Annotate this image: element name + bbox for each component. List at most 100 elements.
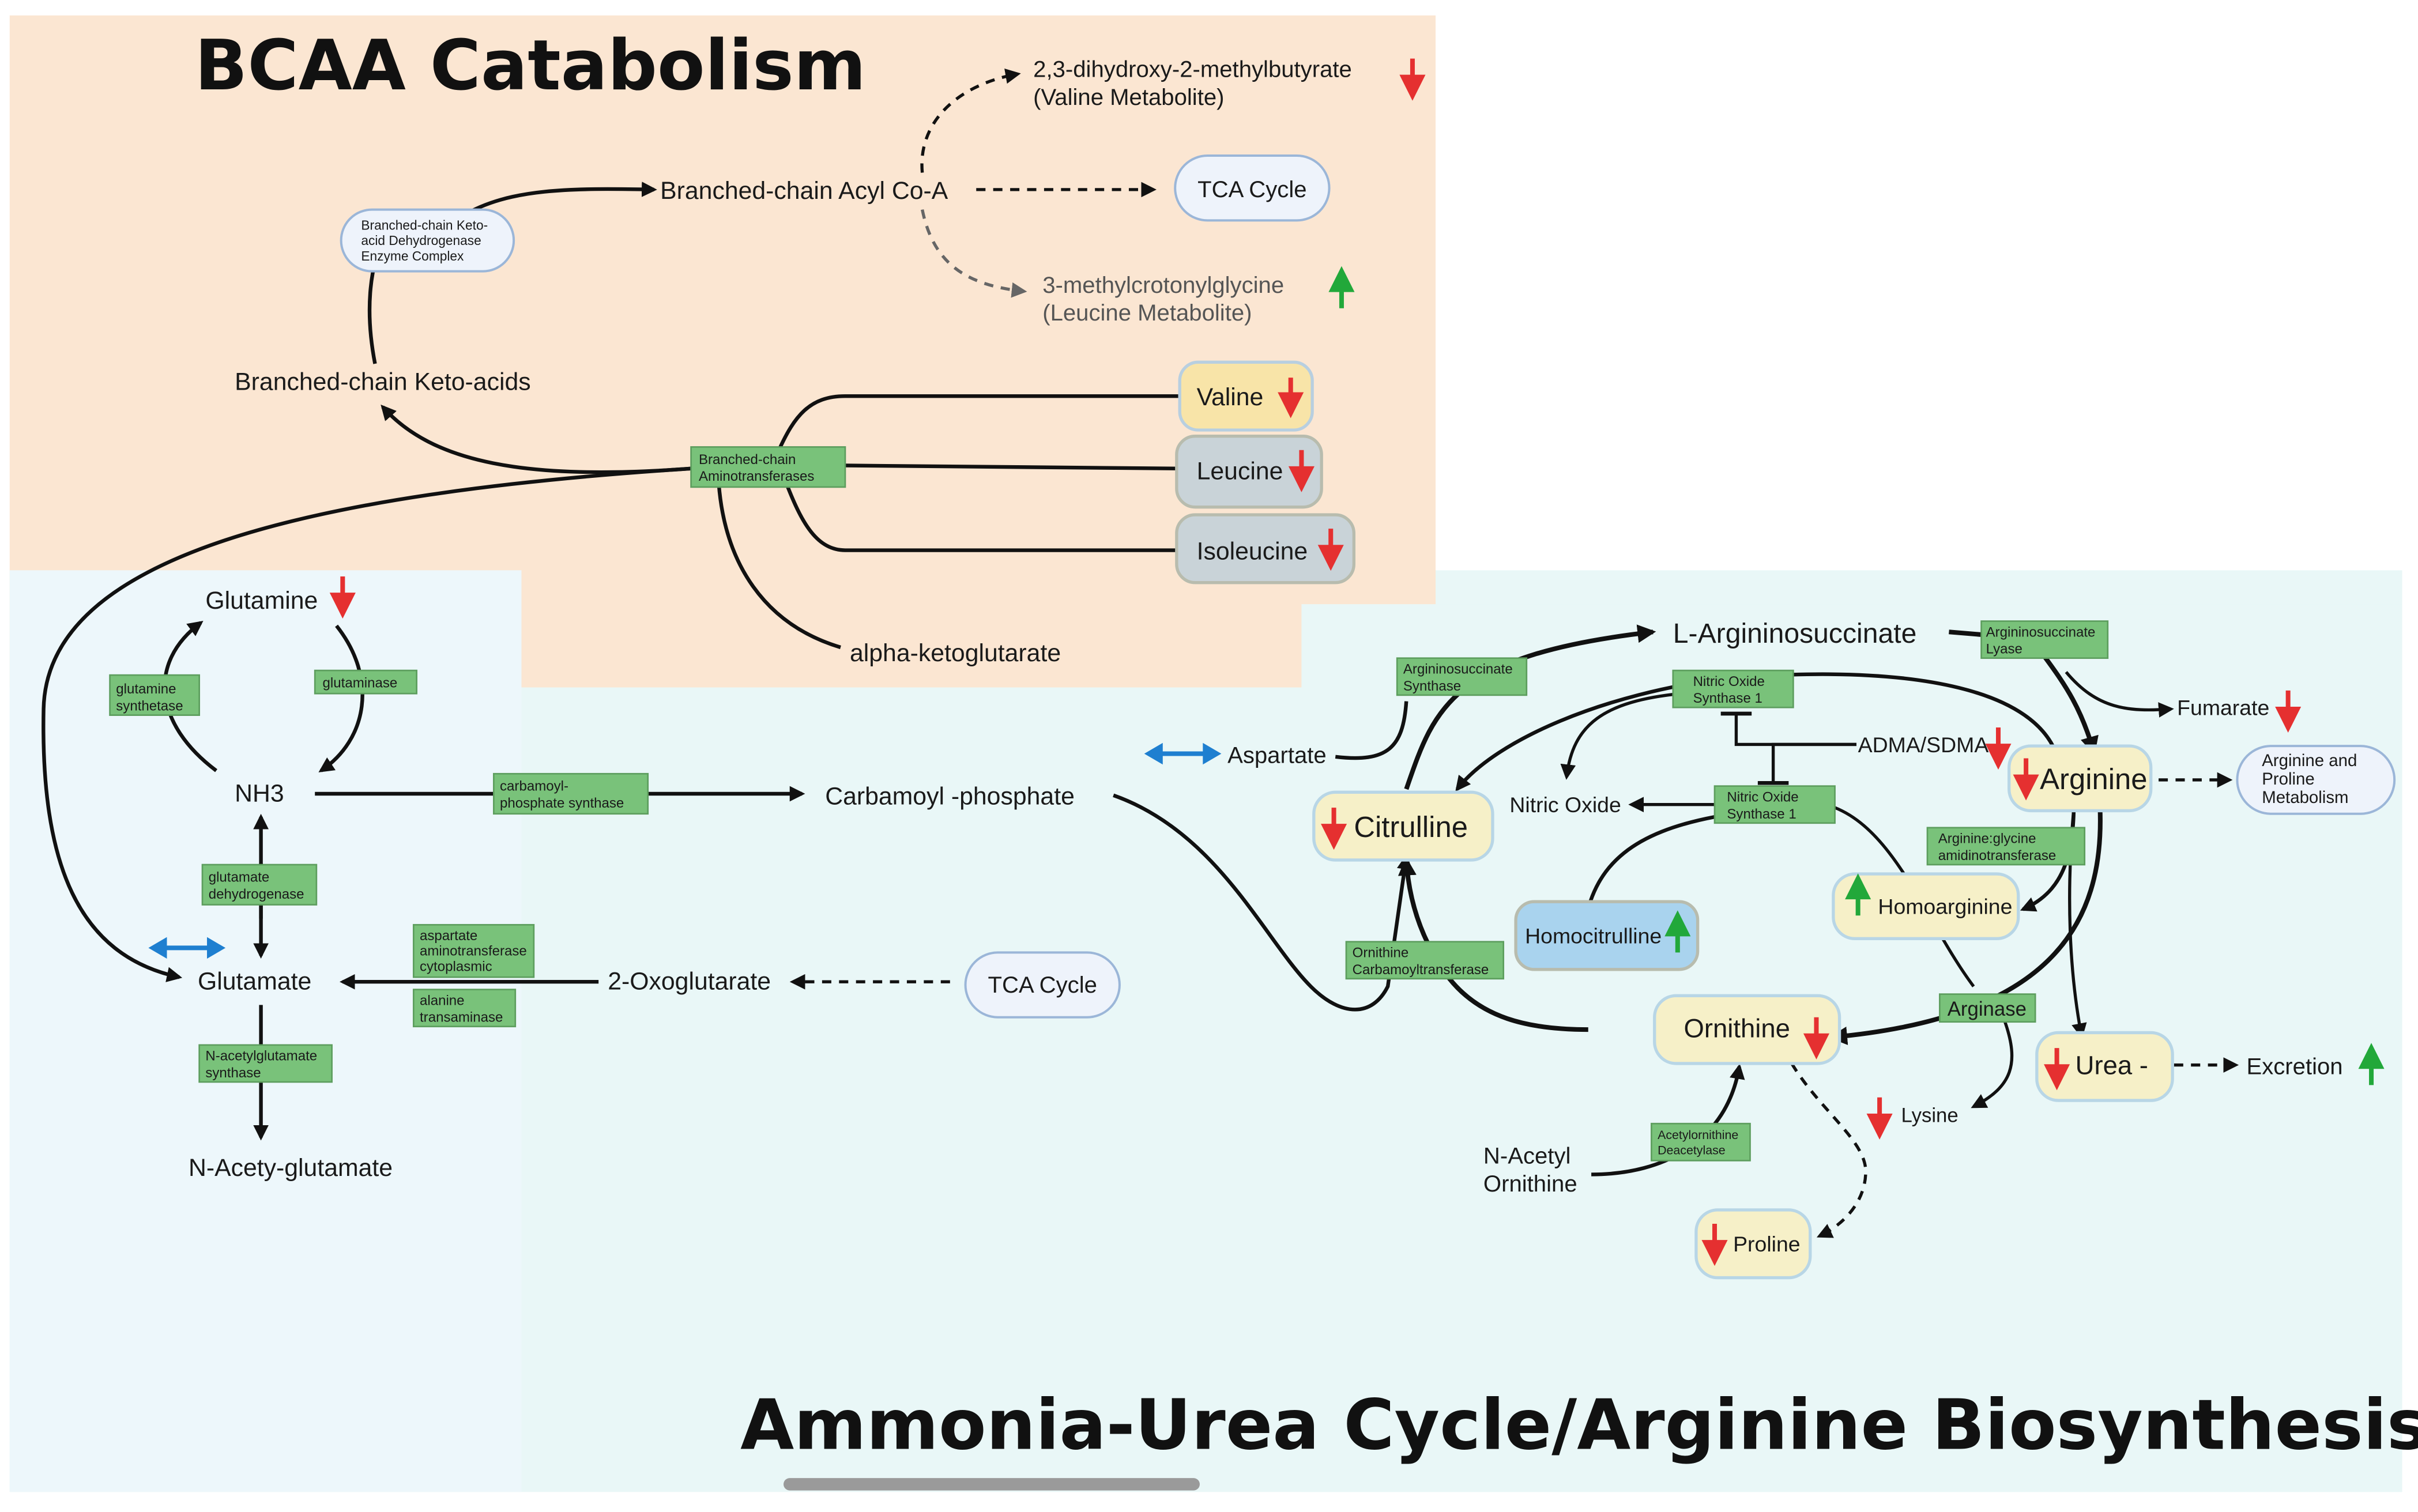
ass-enzyme[interactable]: Argininosuccinate Synthase (1396, 657, 1528, 696)
isoleucine-label: Isoleucine (1197, 538, 1308, 565)
bcaa-title: BCAA Catabolism (195, 25, 867, 106)
line-argininosuccinate-to-asl (1949, 629, 1986, 638)
n-acetyl-ornithine-label-1: N-Acetyl (1483, 1144, 1571, 1169)
line-leucine-to-bcat (845, 463, 1180, 471)
bottom-scrollbar[interactable] (784, 1478, 1200, 1491)
down-arrow-icon (1278, 378, 1304, 418)
bcat-enzyme[interactable]: Branched-chain Aminotransferases (690, 446, 846, 488)
valine-label: Valine (1197, 383, 1264, 411)
ast-label-2: aminotransferase (420, 944, 527, 959)
homocitrulline-node[interactable]: Homocitrulline (1514, 900, 1700, 971)
glutamine-label: Glutamine (205, 587, 318, 614)
arginase-label: Arginase (1948, 998, 2027, 1020)
carbamoyl-phosphate-label: Carbamoyl -phosphate (825, 783, 1075, 810)
otc-enzyme[interactable]: Ornithine Carbamoyltransferase (1345, 941, 1505, 980)
ketoacids-label: Branched-chain Keto-acids (235, 368, 530, 395)
tca-cycle-node[interactable]: TCA Cycle (1174, 154, 1331, 222)
bidirectional-arrow-icon (148, 937, 226, 959)
arginase-enzyme[interactable]: Arginase (1939, 993, 2036, 1023)
down-arrow-icon (2013, 758, 2039, 801)
urea-title: Ammonia-Urea Cycle/Arginine Biosynthesis (740, 1385, 2418, 1465)
bckdh-label-1: Branched-chain Keto- (361, 217, 488, 232)
isoleucine-node[interactable]: Isoleucine (1175, 513, 1356, 585)
fumarate-label: Fumarate (2177, 696, 2269, 720)
acetylorn-label-2: Deacetylase (1658, 1144, 1726, 1157)
arginine-node[interactable]: Arginine (2008, 744, 2153, 813)
glutamate-label: Glutamate (198, 968, 311, 996)
arrow-nos-to-nitric-oxide (1560, 692, 1681, 780)
bckdh-label-3: Enzyme Complex (361, 248, 464, 263)
nos-b-label-2: Synthase 1 (1727, 806, 1796, 822)
alt-label-1: alanine (420, 993, 465, 1008)
leucine-node[interactable]: Leucine (1175, 435, 1323, 509)
valine-node[interactable]: Valine (1178, 360, 1314, 432)
nitric-oxide-label: Nitric Oxide (1509, 793, 1621, 817)
arginine-label: Arginine (2040, 763, 2147, 795)
asl-enzyme[interactable]: Argininosuccinate Lyase (1980, 620, 2109, 659)
inhibition-adma-to-nos-b (1771, 742, 1856, 783)
line-carbamoyl-p-to-otc (1113, 793, 1413, 1012)
up-arrow-icon (2358, 1043, 2385, 1085)
tca-cycle-label-2: TCA Cycle (988, 972, 1097, 998)
bckdh-label-2: acid Dehydrogenase (361, 233, 481, 248)
down-arrow-icon (1399, 58, 1426, 101)
arrow-arginine-to-ornithine (1828, 807, 2103, 1045)
glutamine-synthetase-enzyme[interactable]: glutamine synthetase (109, 674, 200, 716)
asl-label-2: Lyase (1986, 642, 2022, 657)
down-arrow-icon (329, 576, 356, 619)
ass-label-2: Synthase (1403, 678, 1461, 694)
line-isoleucine-to-bcat (785, 483, 1180, 552)
nags-label-1: N-acetylglutamate (205, 1049, 317, 1064)
down-arrow-icon (1288, 450, 1315, 492)
leucine-label: Leucine (1197, 458, 1283, 485)
leucine-metabolite-sublabel: (Leucine Metabolite) (1042, 300, 1252, 326)
ast-enzyme[interactable]: aspartate aminotransferase cytoplasmic (412, 923, 535, 978)
proline-node[interactable]: Proline (1694, 1208, 1812, 1280)
arg-pro-metabolism-node[interactable]: Arginine and Proline Metabolism (2236, 745, 2396, 815)
oxoglutarate-label: 2-Oxoglutarate (608, 968, 771, 996)
cps-label-1: carbamoyl- (500, 779, 568, 794)
down-arrow-icon (1321, 808, 1347, 850)
arg-pro-label-1: Arginine and (2262, 751, 2357, 770)
gdh-enzyme[interactable]: glutamate dehydrogenase (201, 864, 318, 906)
glutaminase-enzyme[interactable]: glutaminase (314, 669, 418, 695)
down-arrow-icon (1803, 1017, 1830, 1059)
up-arrow-icon (1328, 266, 1355, 308)
tca-cycle-node-2[interactable]: TCA Cycle (964, 951, 1121, 1019)
bcat-label-2: Aminotransferases (699, 469, 814, 484)
citrulline-node[interactable]: Citrulline (1312, 790, 1494, 862)
cps-enzyme[interactable]: carbamoyl- phosphate synthase (493, 772, 649, 815)
cps-label-2: phosphate synthase (500, 795, 624, 811)
n-acetyl-ornithine-label-2: Ornithine (1483, 1171, 1577, 1197)
acetylornithine-deacetylase-enzyme[interactable]: Acetylornithine Deacetylase (1651, 1122, 1751, 1162)
agat-label-2: amidinotransferase (1938, 848, 2057, 864)
valine-metabolite-label: 2,3-dihydroxy-2-methylbutyrate (1033, 57, 1352, 82)
ornithine-node[interactable]: Ornithine (1653, 994, 1841, 1065)
arrow-bcat-to-glutamate (42, 466, 691, 982)
gdh-label-1: glutamate (209, 869, 270, 885)
down-arrow-icon (2275, 690, 2302, 733)
otc-label-2: Carbamoyltransferase (1353, 962, 1489, 978)
ornithine-label: Ornithine (1684, 1013, 1790, 1043)
nags-enzyme[interactable]: N-acetylglutamate synthase (198, 1044, 333, 1083)
urea-label: Urea - (2076, 1051, 2148, 1080)
nos-b-enzyme[interactable]: Nitric Oxide Synthase 1 (1713, 785, 1836, 824)
ast-label-1: aspartate (420, 928, 477, 944)
alt-enzyme[interactable]: alanine transaminase (412, 989, 517, 1028)
bckdh-enzyme-node[interactable]: Branched-chain Keto- acid Dehydrogenase … (340, 208, 515, 273)
arrow-nos-b-to-homocitrulline (1580, 815, 1715, 925)
nos-a-label-1: Nitric Oxide (1693, 674, 1765, 689)
homocitrulline-label: Homocitrulline (1525, 923, 1662, 948)
urea-node[interactable]: Urea - (2035, 1031, 2174, 1102)
arg-pro-label-2: Proline (2262, 770, 2315, 789)
agat-enzyme[interactable]: Arginine:glycine amidinotransferase (1926, 827, 2086, 866)
homoarginine-node[interactable]: Homoarginine (1832, 872, 2020, 941)
glutamine-panel-background (9, 570, 522, 1492)
aspartate-label: Aspartate (1227, 743, 1327, 768)
leucine-metabolite-label: 3-methylcrotonylglycine (1042, 273, 1284, 298)
line-aspartate-to-citrulline (1335, 701, 1408, 760)
down-arrow-icon (1866, 1097, 1893, 1140)
nos-a-enzyme[interactable]: Nitric Oxide Synthase 1 (1672, 669, 1794, 708)
acetylorn-label-1: Acetylornithine (1658, 1128, 1738, 1142)
